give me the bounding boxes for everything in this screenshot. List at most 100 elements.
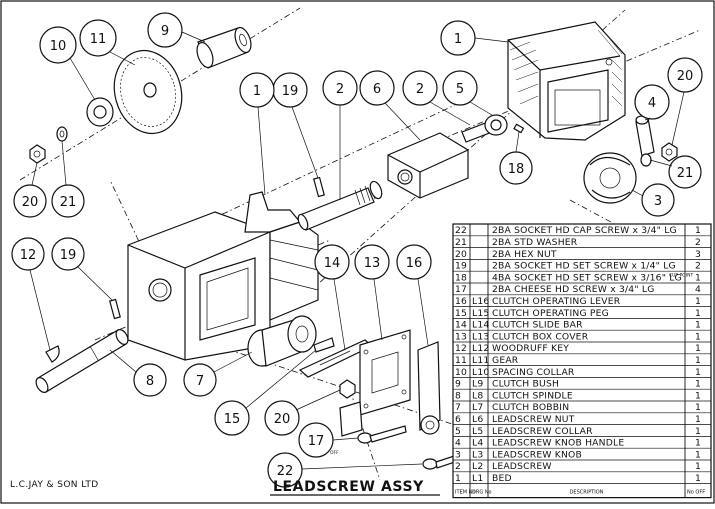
- svg-text:18: 18: [508, 162, 525, 177]
- bom-description: CLUTCH OPERATING PEG: [492, 308, 609, 319]
- knob-handle-part: [635, 115, 655, 157]
- bom-quantity: 1: [695, 414, 701, 425]
- gear-part: [113, 49, 183, 135]
- balloon-12: 12: [11, 237, 51, 351]
- bom-drawing-number: L12: [472, 343, 489, 354]
- bom-item-number: 7: [455, 402, 461, 413]
- bom-item-number: 20: [455, 249, 467, 260]
- svg-text:2: 2: [336, 82, 344, 97]
- bom-note: CUP POINT: [669, 272, 694, 278]
- svg-text:20: 20: [274, 412, 291, 427]
- bom-item-number: 10: [455, 367, 467, 378]
- woodruff-key-part: [45, 345, 60, 363]
- bom-item-number: 17: [455, 284, 467, 295]
- balloon-11: 11: [79, 19, 136, 66]
- bom-item-number: 12: [455, 343, 467, 354]
- clutch-peg-part: [313, 337, 335, 353]
- svg-text:20: 20: [22, 195, 39, 210]
- bom-quantity: 1: [695, 320, 701, 331]
- hex-nut-right-part: [661, 142, 678, 162]
- off-note: OFF: [330, 450, 339, 456]
- bom-description: CLUTCH SPINDLE: [492, 390, 573, 401]
- balloon-1-top: 1: [440, 20, 509, 56]
- svg-text:20: 20: [677, 69, 694, 84]
- bom-quantity: 1: [695, 225, 701, 236]
- bom-drawing-number: L16: [472, 296, 489, 307]
- svg-text:4: 4: [648, 96, 656, 111]
- drawing-title: LEADSCREW ASSY: [273, 479, 424, 495]
- bom-drawing-number: L9: [472, 379, 483, 390]
- bom-description: CLUTCH BOBBIN: [492, 402, 569, 413]
- balloon-5: 5: [442, 70, 493, 116]
- balloon-2-left: 2: [322, 70, 358, 200]
- bom-description: LEADSCREW COLLAR: [492, 426, 593, 437]
- bom-header-drg: DRG No: [472, 490, 492, 496]
- bom-item-number: 22: [455, 225, 467, 236]
- bom-item-number: 18: [455, 272, 467, 283]
- svg-text:3: 3: [654, 194, 662, 209]
- bom-quantity: 4: [695, 284, 701, 295]
- bom-quantity: 1: [695, 355, 701, 366]
- balloon-16: 16: [396, 244, 432, 346]
- bom-description: 2BA SOCKET HD CAP SCREW x 3/4" LG: [492, 225, 677, 236]
- svg-text:13: 13: [364, 256, 381, 271]
- balloon-18: 18: [499, 131, 533, 185]
- bom-item-number: 13: [455, 331, 467, 342]
- bom-item-number: 14: [455, 320, 467, 331]
- svg-text:21: 21: [677, 166, 694, 181]
- hex-nut-left-part: [29, 144, 46, 164]
- bom-drawing-number: L1: [472, 473, 483, 484]
- leadscrew-collar-part: [484, 114, 525, 136]
- bom-drawing-number: L2: [472, 461, 483, 472]
- bom-description: CLUTCH BOX COVER: [492, 331, 589, 342]
- bom-description: SPACING COLLAR: [492, 367, 575, 378]
- box-cover-part: [359, 329, 411, 416]
- bom-quantity: 1: [695, 449, 701, 460]
- bom-description: GEAR: [492, 355, 519, 366]
- svg-text:16: 16: [406, 256, 423, 271]
- bom-drawing-number: L3: [472, 449, 483, 460]
- bom-description: CLUTCH BUSH: [492, 379, 559, 390]
- svg-text:14: 14: [324, 256, 341, 271]
- bom-quantity: 1: [695, 438, 701, 449]
- bom-description: WOODRUFF KEY: [492, 343, 569, 354]
- bom-drawing-number: L11: [472, 355, 489, 366]
- leadscrew-part: [297, 180, 383, 231]
- balloon-20-right: 20: [667, 57, 703, 146]
- maker-label: L.C.JAY & SON LTD: [10, 480, 99, 490]
- bom-item-number: 16: [455, 296, 467, 307]
- bom-quantity: 1: [695, 296, 701, 307]
- bom-item-number: 3: [455, 449, 461, 460]
- bom-item-number: 1: [455, 473, 461, 484]
- balloon-21-left: 21: [51, 140, 85, 218]
- balloon-2-right: 2: [402, 70, 471, 126]
- bom-quantity: 1: [695, 402, 701, 413]
- washer-left-part: [56, 126, 68, 142]
- balloon-8: 8: [109, 349, 167, 397]
- operating-lever-part: [417, 341, 441, 435]
- svg-text:11: 11: [90, 32, 107, 47]
- svg-text:9: 9: [161, 24, 169, 39]
- bom-quantity: 1: [695, 331, 701, 342]
- bom-quantity: 1: [695, 390, 701, 401]
- bom-description: CLUTCH OPERATING LEVER: [492, 296, 621, 307]
- bom-item-number: 8: [455, 390, 461, 401]
- bom-quantity: 1: [695, 272, 701, 283]
- balloon-22: 22: [267, 452, 423, 488]
- cheese-head-screw-part: [357, 425, 407, 444]
- clutch-box-part: [127, 191, 319, 361]
- bom-quantity: 1: [695, 367, 701, 378]
- svg-text:8: 8: [146, 374, 154, 389]
- bom-description: CLUTCH SLIDE BAR: [492, 320, 583, 331]
- bed-frame-part: [507, 21, 626, 141]
- spacing-collar-part: [86, 97, 114, 127]
- svg-text:1: 1: [454, 32, 462, 47]
- bom-drawing-number: L13: [472, 331, 489, 342]
- bom-quantity: 3: [695, 249, 701, 260]
- bom-quantity: 1: [695, 343, 701, 354]
- bom-item-number: 11: [455, 355, 467, 366]
- bom-item-number: 2: [455, 461, 461, 472]
- bom-description: 2BA CHEESE HD SCREW x 3/4" LG: [492, 284, 655, 295]
